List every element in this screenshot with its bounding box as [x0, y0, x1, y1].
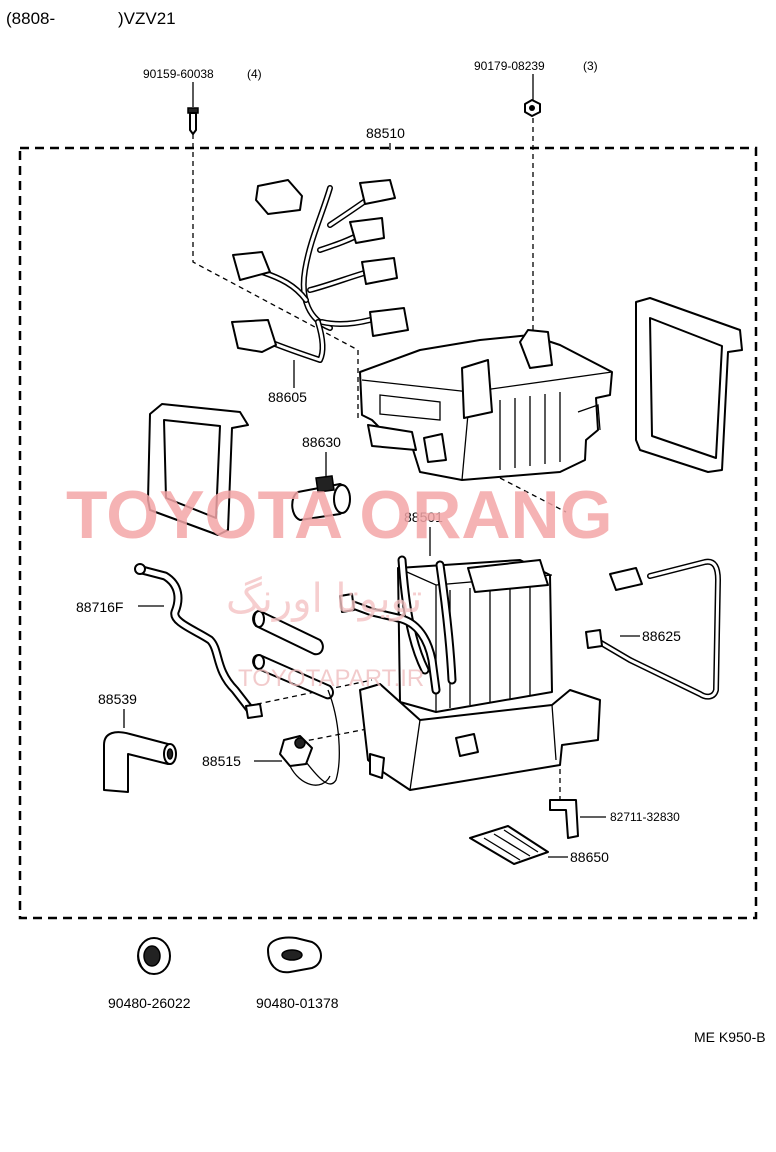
- grommet-oval: [267, 936, 322, 974]
- model-range-end: )VZV21: [118, 9, 176, 28]
- amplifier-part: [469, 825, 568, 865]
- bracket-part: [549, 799, 606, 839]
- hose-f-part: [134, 563, 263, 719]
- model-range-start: (8808-: [6, 9, 55, 28]
- grommet-round-label: 90480-26022: [108, 995, 191, 1011]
- screw-part: 90159-60038 (4): [143, 67, 262, 135]
- drain-hose-label: 88539: [98, 691, 137, 707]
- sensor-wire-part: [585, 558, 721, 700]
- thermistor-part: [291, 475, 351, 521]
- bracket-label: 82711-32830: [610, 810, 680, 824]
- expansion-valve-label: 88515: [202, 753, 241, 769]
- sensor-wire-label: 88625: [642, 628, 681, 644]
- grommet-oval-label: 90480-01378: [256, 995, 339, 1011]
- expansion-valve-part: [279, 689, 340, 786]
- left-duct-frame: [147, 403, 249, 536]
- insulation-tube-lower: [252, 654, 334, 700]
- wire-harness: [231, 179, 409, 363]
- unit-assy-label: 88510: [366, 125, 405, 141]
- insulation-tube-upper: [252, 610, 324, 656]
- evaporator-label: 88501: [404, 509, 443, 525]
- right-duct-frame: [635, 297, 743, 473]
- grommet-round: [137, 937, 171, 975]
- nut-part-number: 90179-08239: [474, 59, 545, 73]
- thermistor-label: 88630: [302, 434, 341, 450]
- amplifier-label: 88650: [570, 849, 609, 865]
- assembly-frame: [18, 146, 758, 920]
- watermark-persian: تويوتا اورنگ: [226, 576, 422, 622]
- diagram-code: ME K950-B: [694, 1029, 766, 1045]
- wire-harness-label: 88605: [268, 389, 307, 405]
- blower-case-upper: [359, 329, 613, 481]
- screw-part-number: 90159-60038: [143, 67, 214, 81]
- watermark-url: TOYOTAPART.IR: [238, 665, 424, 692]
- screw-quantity: (4): [247, 67, 262, 81]
- hose-f-label: 88716F: [76, 599, 123, 615]
- evaporator-part: [339, 555, 553, 713]
- blower-case-lower: [359, 683, 601, 791]
- nut-part: 90179-08239 (3): [474, 59, 598, 117]
- drain-hose-part: [103, 731, 177, 793]
- watermark-brand: TOYOTA ORANG: [66, 477, 613, 553]
- nut-quantity: (3): [583, 59, 598, 73]
